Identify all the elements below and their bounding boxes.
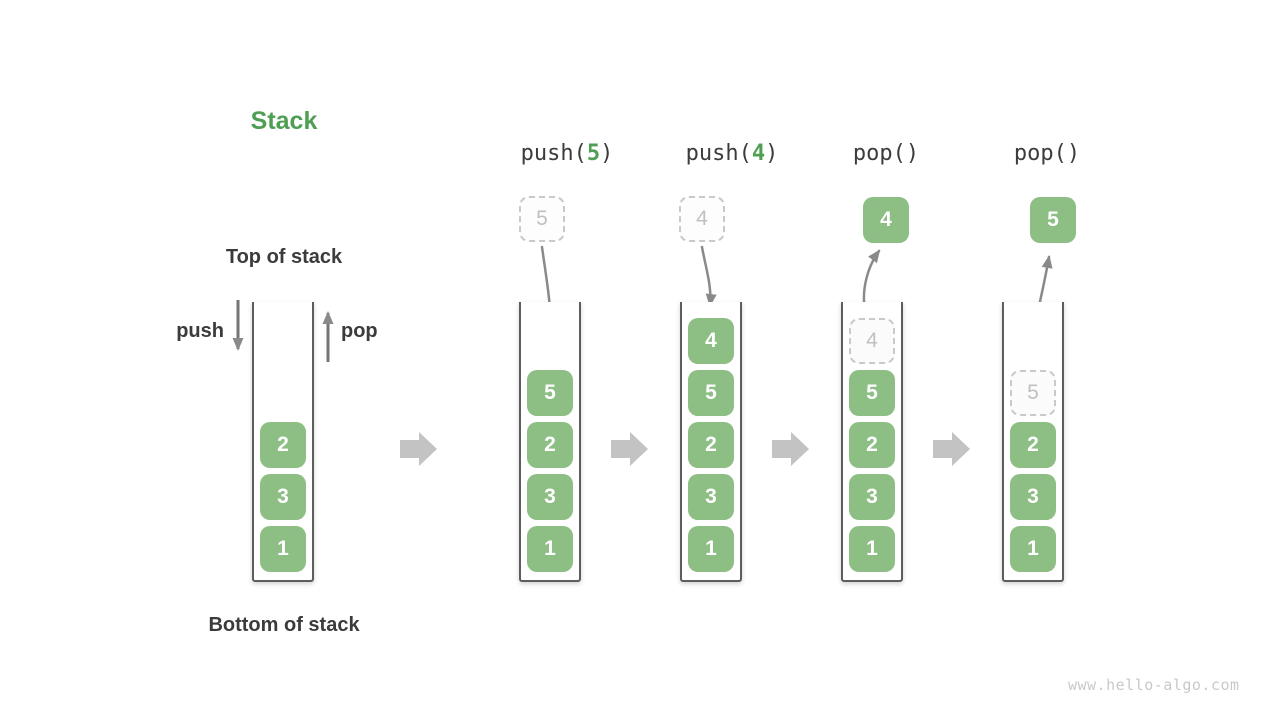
op-text: ) (765, 141, 779, 166)
stack-element: 5 (527, 370, 573, 416)
pop-label: pop (341, 320, 378, 342)
op-text: pop() (1013, 141, 1081, 166)
stack-element-ghost: 4 (849, 318, 895, 364)
op-label-pop-1: pop() (786, 141, 986, 166)
floating-value-box: 5 (519, 196, 565, 242)
stack-element: 3 (688, 474, 734, 520)
op-arg: 4 (751, 141, 766, 166)
stack-element: 5 (688, 370, 734, 416)
op-arg: 5 (586, 141, 601, 166)
push-label: push (176, 320, 224, 342)
stack-element: 1 (849, 526, 895, 572)
stack-element: 1 (688, 526, 734, 572)
popped-value-box: 5 (1030, 197, 1076, 243)
op-text: ) (600, 141, 614, 166)
bottom-of-stack-label: Bottom of stack (208, 614, 360, 636)
diagram-title: Stack (250, 107, 318, 135)
floating-value-box: 4 (679, 196, 725, 242)
stack-element: 2 (527, 422, 573, 468)
stack-element: 3 (849, 474, 895, 520)
stack-element: 2 (1010, 422, 1056, 468)
stack-element: 3 (527, 474, 573, 520)
transition-arrow-icon (400, 432, 437, 466)
stack-element: 2 (849, 422, 895, 468)
stack-element: 3 (1010, 474, 1056, 520)
stack-element-ghost: 5 (1010, 370, 1056, 416)
stack-element: 2 (688, 422, 734, 468)
transition-arrow-icon (933, 432, 970, 466)
op-label-push5: push(5) (467, 141, 667, 166)
stack-element: 5 (849, 370, 895, 416)
stack-element: 1 (260, 526, 306, 572)
stack-element: 3 (260, 474, 306, 520)
top-of-stack-label: Top of stack (225, 246, 343, 268)
watermark: www.hello-algo.com (1068, 676, 1240, 694)
op-label-pop-2: pop() (947, 141, 1147, 166)
transition-arrow-icon (772, 432, 809, 466)
op-label-push4: push(4) (632, 141, 832, 166)
stack-element: 2 (260, 422, 306, 468)
op-text: push( (685, 141, 752, 166)
transition-arrow-icon (611, 432, 648, 466)
stack-element: 1 (527, 526, 573, 572)
stack-element: 4 (688, 318, 734, 364)
op-text: pop() (852, 141, 920, 166)
push4-arrow (700, 245, 717, 307)
popped-value-box: 4 (863, 197, 909, 243)
stack-element: 1 (1010, 526, 1056, 572)
op-text: push( (520, 141, 587, 166)
